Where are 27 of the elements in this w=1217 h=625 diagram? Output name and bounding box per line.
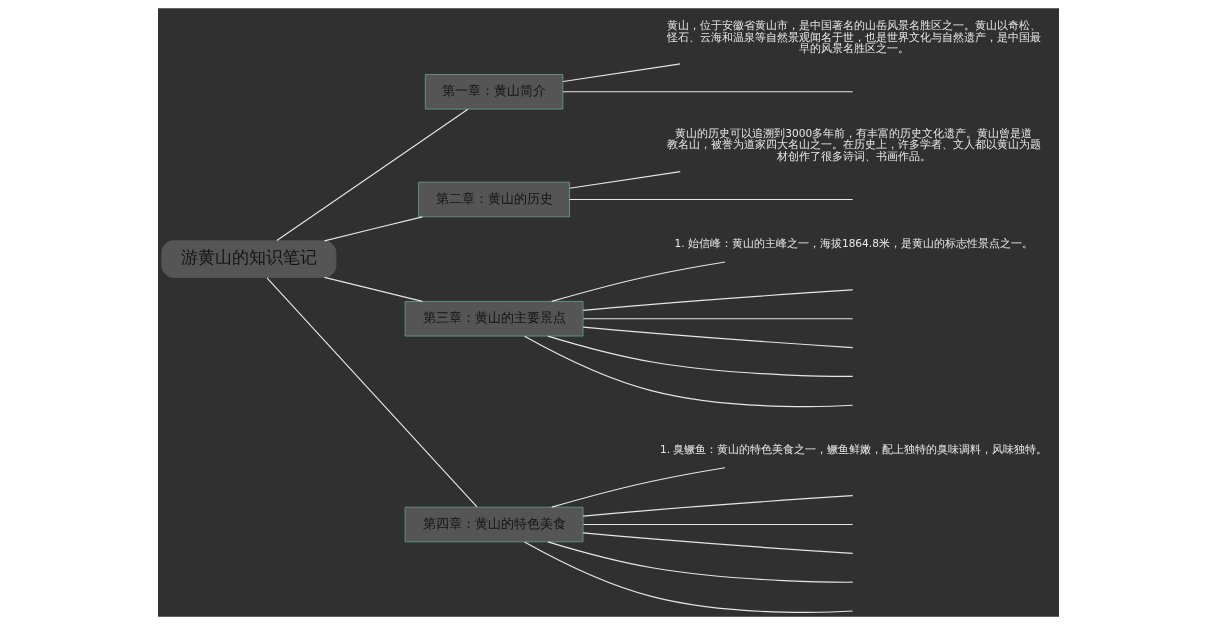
connector [569,198,854,201]
node-text: 1. 臭鳜鱼：黄山的特色美食之一，鳜鱼鲜嫩，配上独特的臭味调料，风味独特。 [659,443,1048,456]
connector [547,335,854,377]
connector [276,108,469,242]
connector [524,335,854,408]
connector [562,91,854,93]
connector [582,326,854,349]
connector [582,318,854,320]
node-box: 第二章：黄山的历史 [418,181,571,218]
connector [524,541,854,613]
connector [569,171,681,189]
node-text: 1. 始信峰：黄山的主峰之一，海拔1864.8米，是黄山的标志性景点之一。 [674,237,1033,250]
connector [582,495,854,517]
connector [323,276,423,302]
connector [562,63,681,83]
connector [582,532,854,554]
connector [323,216,423,242]
connector [582,289,854,311]
connector [551,467,726,508]
connector [547,541,854,583]
connector [551,261,726,302]
node-box: 第四章：黄山的特色美食 [404,506,584,543]
connector [582,523,854,526]
node-text: 黄山的历史可以追溯到3000多年前，有丰富的历史文化遗产。黄山曾是道教名山，被誉为道家四大名山之一。在历史上，许多学者、文人都以黄山为题材创作了很多诗词、书画作品。 [666,126,1041,162]
node-box: 游黄山的知识笔记 [161,240,337,278]
connector [266,277,478,508]
node-text: 黄山，位于安徽省黄山市，是中国著名的山岳风景名胜区之一。黄山以奇松、怪石、云海和温泉等自然景观闻名于世，也是世界文化与自然遗产，是中国最早的风景名胜区之一。 [666,19,1041,55]
